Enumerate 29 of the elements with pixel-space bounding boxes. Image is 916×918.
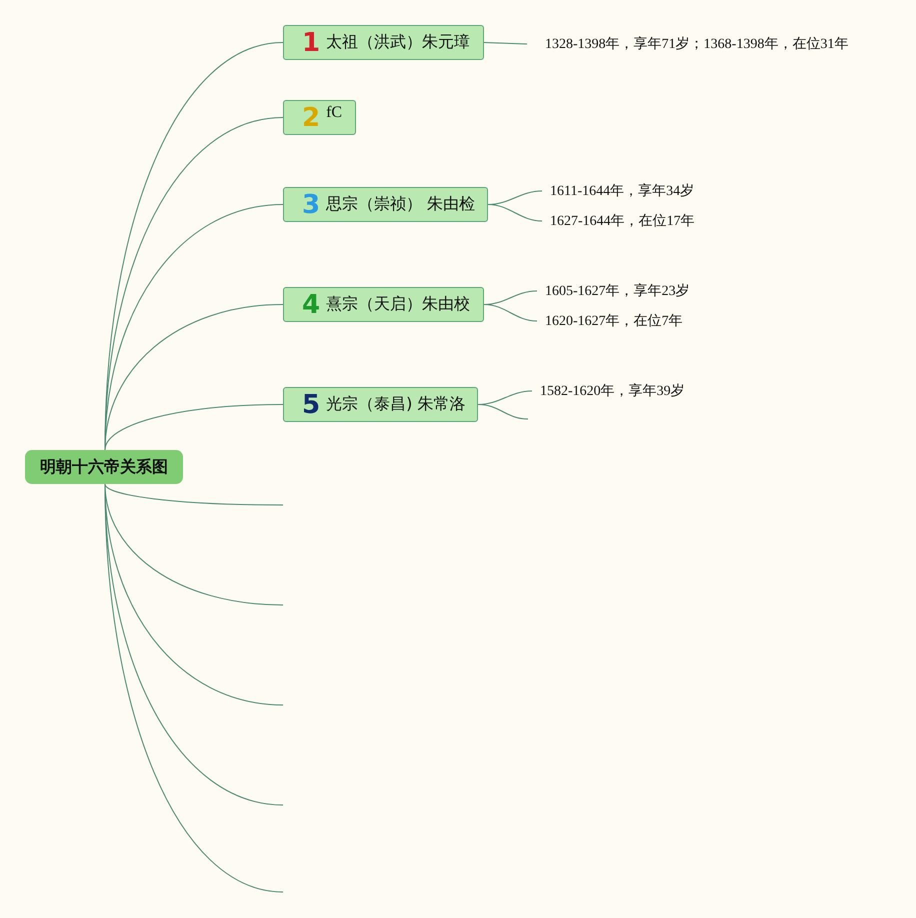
topic-number: 1 [302,30,320,56]
connector-line [484,42,528,44]
detail-text: 1620-1627年，在位7年 [545,311,695,331]
topic-number: 5 [302,392,320,418]
topic-number: 2 [302,104,320,130]
topic-number: 3 [302,192,320,218]
detail-text: 1611-1644年，享年34岁 [550,181,700,201]
topic-number: 4 [302,292,320,318]
topic-box [283,100,356,135]
topic-title: 熹宗（天启）朱由校 [326,294,470,315]
topic-title: 太祖（洪武）朱元璋 [326,32,470,53]
topic-box [283,25,484,60]
topic-title: 光宗（泰昌) 朱常洛 [326,394,466,415]
connector-line [104,304,284,450]
detail-text: 1627-1644年，在位17年 [550,211,700,231]
connector-line [478,404,528,420]
connector-line [104,484,284,506]
topic-box [283,287,484,322]
connector-line [104,404,284,450]
topic-box [283,387,478,422]
connector-line [488,204,542,222]
connector-line [484,304,538,322]
detail-text: 1328-1398年，享年71岁；1368-1398年，在位31年 [545,34,860,54]
topic-title: 思宗（崇祯） 朱由检 [326,194,476,215]
topic-box [283,187,488,222]
topic-title: fC [326,104,342,122]
detail-text: 1605-1627年，享年23岁 [545,281,695,301]
root-topic-box: 明朝十六帝关系图 [25,450,183,484]
detail-text: 1582-1620年，享年39岁 [540,381,690,401]
